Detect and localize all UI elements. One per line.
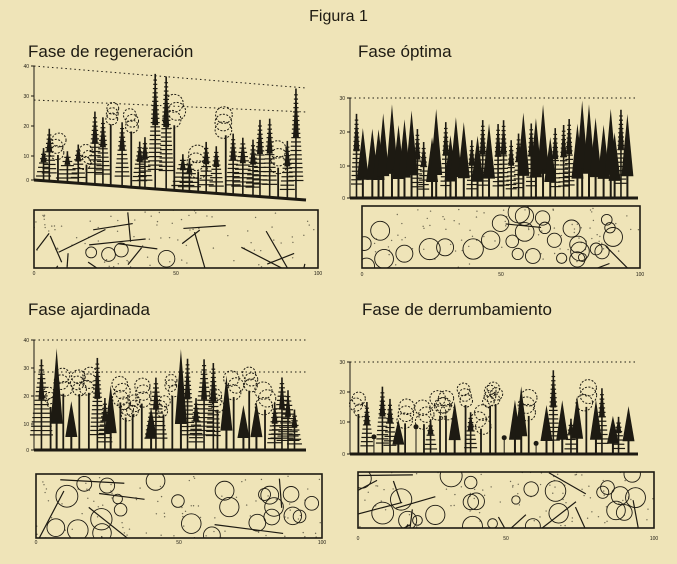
panel-title-ajardinada: Fase ajardinada [28, 300, 150, 320]
figure-title: Figura 1 [0, 8, 677, 26]
broadleaf-tree [70, 370, 86, 449]
conifer-tree [262, 119, 277, 197]
axis-tick-label: 10 [23, 422, 29, 428]
dense-conifer [220, 375, 232, 449]
plan-scale-label: 0 [35, 540, 38, 546]
conifer-tree [424, 419, 437, 453]
axis-tick-label: 40 [23, 338, 29, 344]
conifer-tree [71, 145, 86, 183]
conifer-tree [547, 370, 560, 453]
plan-scale-label: 100 [650, 536, 659, 542]
plan-scale-label: 100 [318, 540, 327, 546]
axis-tick-label: 0 [342, 196, 345, 202]
axis-tick-label: 20 [23, 124, 29, 130]
conifer-tree [30, 359, 53, 449]
sapling [371, 434, 376, 453]
dense-conifer [237, 405, 249, 449]
sapling [502, 435, 507, 453]
broadleaf-tree [430, 391, 450, 453]
axis-tick-label: 20 [339, 130, 345, 136]
tree-profile [351, 101, 633, 197]
height-reference-line [34, 66, 306, 88]
conifer-tree [558, 125, 569, 197]
panel-title-derrumbamiento: Fase de derrumbamiento [362, 300, 552, 320]
plan-scale-label: 50 [503, 536, 509, 542]
axis-tick-label: 10 [339, 420, 345, 426]
axis-tick-label: 0 [26, 448, 29, 454]
conifer-tree [209, 146, 224, 192]
broadleaf-tree [483, 385, 496, 453]
axis-tick-label: 30 [339, 96, 345, 102]
ground-plan [347, 465, 654, 564]
dense-conifer [607, 416, 619, 453]
ground-line [34, 180, 306, 200]
axis-tick-label: 20 [339, 390, 345, 396]
dense-conifer [556, 400, 568, 453]
axis-tick-label: 30 [339, 360, 345, 366]
conifer-tree [280, 141, 295, 198]
panel-title-optima: Fase óptima [358, 42, 452, 62]
sapling [534, 441, 539, 453]
conifer-tree [115, 122, 130, 185]
broadleaf-tree [112, 376, 130, 449]
panel-title-regeneracion: Fase de regeneración [28, 42, 193, 62]
plan-scale-label: 100 [636, 272, 645, 278]
conifer-tree [376, 387, 389, 453]
conifer-tree [360, 402, 373, 453]
axis-tick-label: 20 [23, 394, 29, 400]
axis-tick-label: 10 [23, 154, 29, 160]
axis-tick-label: 30 [23, 94, 29, 100]
broadleaf-tree [215, 107, 232, 193]
dense-conifer [65, 401, 77, 449]
dense-conifer [51, 348, 63, 449]
ground-plan [357, 202, 640, 275]
dense-conifer [623, 406, 635, 453]
conifer-tree [498, 120, 509, 197]
axis-tick-label: 0 [342, 452, 345, 458]
conifer-tree [288, 89, 303, 199]
broadleaf-tree [127, 395, 141, 449]
sapling [414, 424, 419, 453]
plan-scale-label: 50 [498, 272, 504, 278]
conifer-tree [199, 142, 214, 192]
panel-regeneracion: 403020100050100 [18, 60, 328, 282]
conifer-tree [87, 112, 102, 184]
axis-tick-label: 0 [26, 178, 29, 184]
broadleaf-tree [397, 399, 414, 453]
plan-scale-label: 0 [33, 271, 36, 277]
panel-ajardinada: 403020100050100 [18, 322, 328, 550]
tree-profile [349, 370, 634, 453]
plan-scale-label: 50 [176, 540, 182, 546]
broadleaf-tree [123, 109, 138, 186]
dense-conifer [250, 402, 262, 449]
conifer-tree [159, 77, 174, 189]
axis-tick-label: 10 [339, 164, 345, 170]
broadleaf-tree [471, 405, 491, 453]
axis-tick-label: 30 [23, 366, 29, 372]
plan-scale-label: 0 [361, 272, 364, 278]
broadleaf-tree [79, 367, 97, 449]
conifer-tree [226, 134, 241, 194]
dense-conifer [540, 405, 552, 453]
dense-conifer [621, 114, 633, 197]
axis-tick-label: 40 [23, 64, 29, 70]
plan-scale-label: 0 [357, 536, 360, 542]
panel-optima: 3020100050100 [340, 60, 658, 282]
tree-profile [36, 74, 303, 198]
ground-plan [35, 472, 322, 564]
panel-derrumbamiento: 3020100050100 [340, 322, 658, 552]
conifer-tree [95, 117, 110, 184]
plan-scale-label: 100 [314, 271, 323, 277]
tree-profile [30, 348, 302, 449]
plan-scale-label: 50 [173, 271, 179, 277]
